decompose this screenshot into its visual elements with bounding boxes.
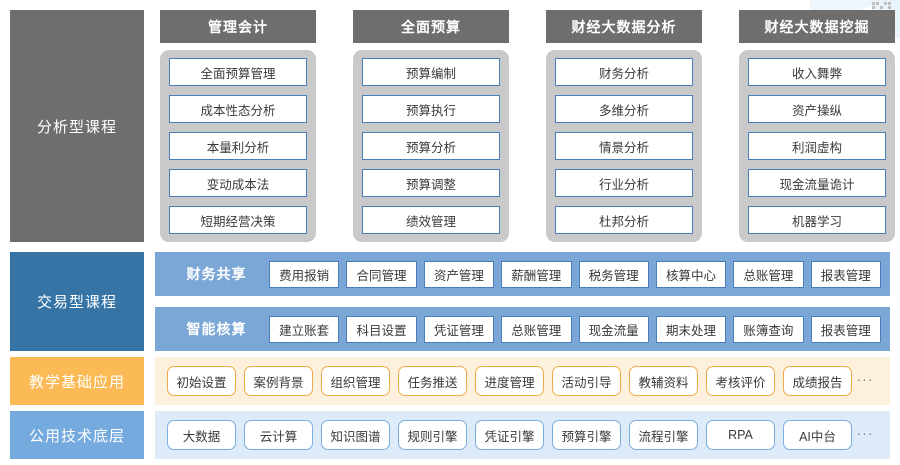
module-item[interactable]: 凭证管理 bbox=[423, 315, 495, 343]
module-item[interactable]: 税务管理 bbox=[578, 260, 649, 288]
tech-item[interactable]: 凭证引擎 bbox=[475, 420, 544, 450]
course-item[interactable]: 全面预算管理 bbox=[169, 58, 307, 86]
course-item[interactable]: 绩效管理 bbox=[362, 206, 500, 234]
course-item[interactable]: 现金流量诡计 bbox=[748, 169, 886, 197]
module-item[interactable]: 现金流量 bbox=[578, 315, 649, 343]
teaching-item[interactable]: 案例背景 bbox=[244, 366, 313, 396]
column-header: 管理会计 bbox=[160, 10, 316, 43]
module-item[interactable]: 薪酬管理 bbox=[501, 260, 572, 288]
category-label-tech: 公用技术底层 bbox=[10, 411, 144, 459]
teaching-item[interactable]: 教辅资料 bbox=[629, 366, 698, 396]
course-item[interactable]: 短期经营决策 bbox=[169, 206, 307, 234]
course-item[interactable]: 行业分析 bbox=[555, 169, 693, 197]
common-technology-layer-row: 大数据 云计算 知识图谱 规则引擎 凭证引擎 预算引擎 流程引擎 RPA AI中… bbox=[155, 411, 890, 459]
module-item[interactable]: 报表管理 bbox=[810, 260, 881, 288]
column-body: 财务分析 多维分析 情景分析 行业分析 杜邦分析 bbox=[546, 50, 702, 242]
module-item[interactable]: 总账管理 bbox=[733, 260, 804, 288]
tech-item[interactable]: 云计算 bbox=[244, 420, 313, 450]
course-item[interactable]: 收入舞弊 bbox=[748, 58, 886, 86]
module-item[interactable]: 建立账套 bbox=[269, 315, 340, 343]
teaching-item[interactable]: 组织管理 bbox=[321, 366, 390, 396]
course-item[interactable]: 资产操纵 bbox=[748, 95, 886, 123]
column-header: 财经大数据分析 bbox=[546, 10, 702, 43]
module-item[interactable]: 报表管理 bbox=[810, 315, 881, 343]
band-title: 财务共享 bbox=[186, 266, 247, 282]
column-body: 全面预算管理 成本性态分析 本量利分析 变动成本法 短期经营决策 bbox=[160, 50, 316, 242]
transaction-band-smart-accounting: 智能核算 建立账套 科目设置 凭证管理 总账管理 现金流量 期末处理 账簿查询 … bbox=[155, 307, 890, 351]
analysis-column-bigdata-mining: 财经大数据挖掘 收入舞弊 资产操纵 利润虚构 现金流量诡计 机器学习 bbox=[739, 10, 895, 242]
module-item[interactable]: 合同管理 bbox=[346, 260, 417, 288]
tech-item[interactable]: 预算引擎 bbox=[552, 420, 621, 450]
teaching-item[interactable]: 初始设置 bbox=[167, 366, 236, 396]
tech-item[interactable]: 大数据 bbox=[167, 420, 236, 450]
course-item[interactable]: 杜邦分析 bbox=[555, 206, 693, 234]
module-item[interactable]: 费用报销 bbox=[269, 260, 340, 288]
column-body: 收入舞弊 资产操纵 利润虚构 现金流量诡计 机器学习 bbox=[739, 50, 895, 242]
teaching-item[interactable]: 进度管理 bbox=[475, 366, 544, 396]
course-item[interactable]: 预算编制 bbox=[362, 58, 500, 86]
column-header: 财经大数据挖掘 bbox=[739, 10, 895, 43]
module-item[interactable]: 核算中心 bbox=[655, 260, 727, 288]
course-item[interactable]: 预算调整 bbox=[362, 169, 500, 197]
band-title: 智能核算 bbox=[186, 321, 247, 337]
tech-item-list: 大数据 云计算 知识图谱 规则引擎 凭证引擎 预算引擎 流程引擎 RPA AI中… bbox=[167, 420, 852, 450]
category-label-transaction: 交易型课程 bbox=[10, 252, 144, 351]
module-item[interactable]: 资产管理 bbox=[423, 260, 495, 288]
teaching-item[interactable]: 成绩报告 bbox=[783, 366, 852, 396]
course-item[interactable]: 情景分析 bbox=[555, 132, 693, 160]
analysis-column-management-accounting: 管理会计 全面预算管理 成本性态分析 本量利分析 变动成本法 短期经营决策 bbox=[160, 10, 316, 242]
teaching-item-list: 初始设置 案例背景 组织管理 任务推送 进度管理 活动引导 教辅资料 考核评价 … bbox=[167, 366, 852, 396]
column-header: 全面预算 bbox=[353, 10, 509, 43]
category-label-teaching: 教学基础应用 bbox=[10, 357, 144, 405]
teaching-item[interactable]: 考核评价 bbox=[706, 366, 775, 396]
course-item[interactable]: 预算执行 bbox=[362, 95, 500, 123]
course-item[interactable]: 本量利分析 bbox=[169, 132, 307, 160]
teaching-basic-application-row: 初始设置 案例背景 组织管理 任务推送 进度管理 活动引导 教辅资料 考核评价 … bbox=[155, 357, 890, 405]
column-body: 预算编制 预算执行 预算分析 预算调整 绩效管理 bbox=[353, 50, 509, 242]
category-label-analysis: 分析型课程 bbox=[10, 10, 144, 242]
module-item[interactable]: 科目设置 bbox=[346, 315, 417, 343]
tech-item[interactable]: 知识图谱 bbox=[321, 420, 390, 450]
band-item-list: 费用报销 合同管理 资产管理 薪酬管理 税务管理 核算中心 总账管理 报表管理 bbox=[269, 260, 881, 288]
band-item-list: 建立账套 科目设置 凭证管理 总账管理 现金流量 期末处理 账簿查询 报表管理 bbox=[269, 315, 881, 343]
tech-item[interactable]: 流程引擎 bbox=[629, 420, 698, 450]
course-item[interactable]: 财务分析 bbox=[555, 58, 693, 86]
course-item[interactable]: 变动成本法 bbox=[169, 169, 307, 197]
transaction-band-finance-share: 财务共享 费用报销 合同管理 资产管理 薪酬管理 税务管理 核算中心 总账管理 … bbox=[155, 252, 890, 296]
tech-item[interactable]: AI中台 bbox=[783, 420, 852, 450]
tech-item[interactable]: RPA bbox=[706, 420, 775, 450]
analysis-column-bigdata-analysis: 财经大数据分析 财务分析 多维分析 情景分析 行业分析 杜邦分析 bbox=[546, 10, 702, 242]
tech-item[interactable]: 规则引擎 bbox=[398, 420, 467, 450]
more-ellipsis-icon[interactable]: ··· bbox=[856, 424, 874, 441]
course-item[interactable]: 多维分析 bbox=[555, 95, 693, 123]
teaching-item[interactable]: 活动引导 bbox=[552, 366, 621, 396]
more-ellipsis-icon[interactable]: ··· bbox=[856, 370, 874, 387]
course-item[interactable]: 成本性态分析 bbox=[169, 95, 307, 123]
analysis-column-comprehensive-budget: 全面预算 预算编制 预算执行 预算分析 预算调整 绩效管理 bbox=[353, 10, 509, 242]
module-item[interactable]: 期末处理 bbox=[655, 315, 727, 343]
course-item[interactable]: 机器学习 bbox=[748, 206, 886, 234]
module-item[interactable]: 总账管理 bbox=[501, 315, 572, 343]
course-item[interactable]: 利润虚构 bbox=[748, 132, 886, 160]
course-item[interactable]: 预算分析 bbox=[362, 132, 500, 160]
teaching-item[interactable]: 任务推送 bbox=[398, 366, 467, 396]
module-item[interactable]: 账簿查询 bbox=[733, 315, 804, 343]
